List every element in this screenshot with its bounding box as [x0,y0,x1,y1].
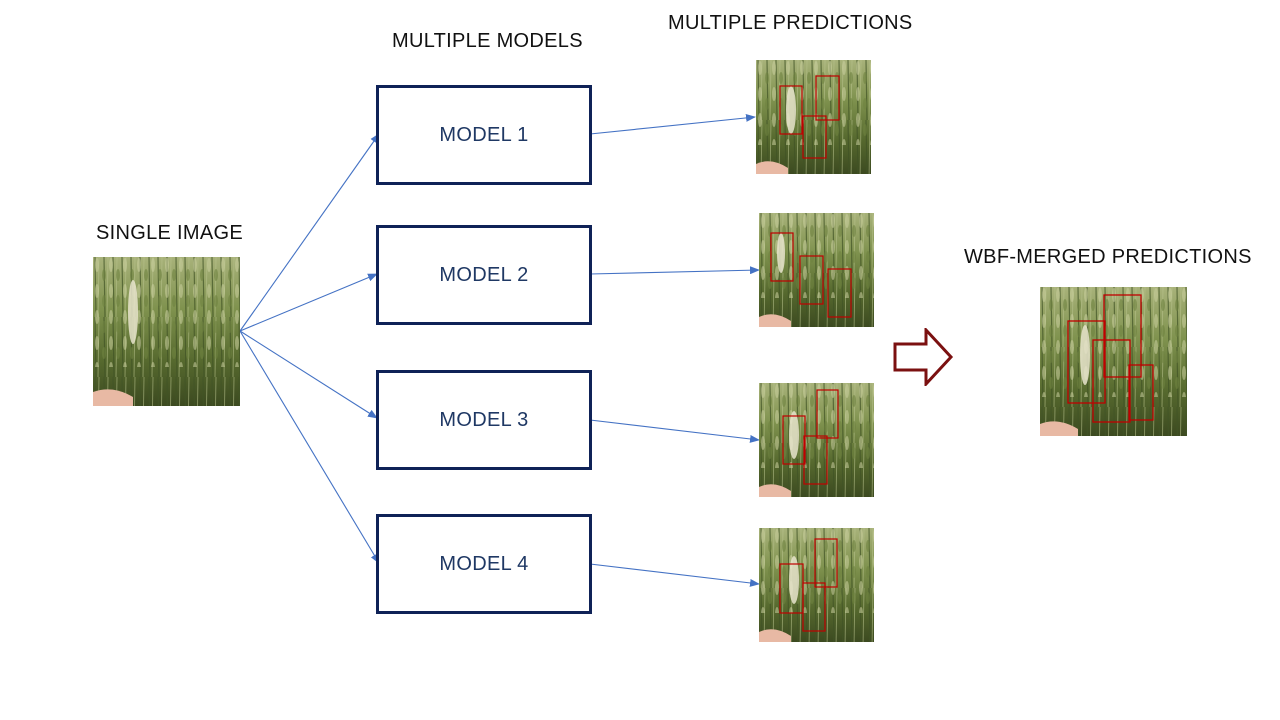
bbox [827,268,852,318]
prediction-3-image [759,383,874,497]
prediction-1-image [756,60,871,174]
model-4-box: MODEL 4 [376,514,592,614]
prediction-4-image [759,528,874,642]
bbox [815,75,840,121]
arrow-to-model-3 [239,330,378,419]
wbf-merged-image [1040,287,1187,436]
model-3-label: MODEL 3 [439,408,529,431]
bbox [803,435,828,485]
single-image-label: SINGLE IMAGE [96,222,243,244]
bbox [1067,320,1106,404]
model-2-label: MODEL 2 [439,263,529,286]
model-4-label: MODEL 4 [439,552,529,575]
model-3-box: MODEL 3 [376,370,592,470]
bbox [1103,294,1142,378]
model-1-box: MODEL 1 [376,85,592,185]
arrow-to-prediction-1 [589,113,756,135]
multiple-models-label: MULTIPLE MODELS [392,30,583,52]
arrow-to-prediction-4 [589,563,760,587]
bbox [799,255,824,305]
bbox [782,415,806,465]
prediction-2-image [759,213,874,327]
wbf-merged-predictions-label: WBF-MERGED PREDICTIONS [964,246,1252,268]
arrow-to-model-2 [239,273,378,332]
arrow-to-prediction-3 [589,419,760,443]
bbox [814,538,838,588]
bbox [779,85,803,135]
model-1-label: MODEL 1 [439,123,529,146]
bbox [1128,364,1154,421]
model-2-box: MODEL 2 [376,225,592,325]
block-arrow-right-icon [893,328,954,386]
bbox [770,232,794,282]
bbox [802,582,826,632]
bbox [802,115,827,159]
arrow-to-model-4 [239,330,380,564]
arrow-to-model-1 [239,133,380,332]
arrow-to-prediction-2 [589,266,760,275]
multiple-predictions-label: MULTIPLE PREDICTIONS [668,12,913,34]
bbox [1092,339,1131,423]
single-image [93,257,240,406]
